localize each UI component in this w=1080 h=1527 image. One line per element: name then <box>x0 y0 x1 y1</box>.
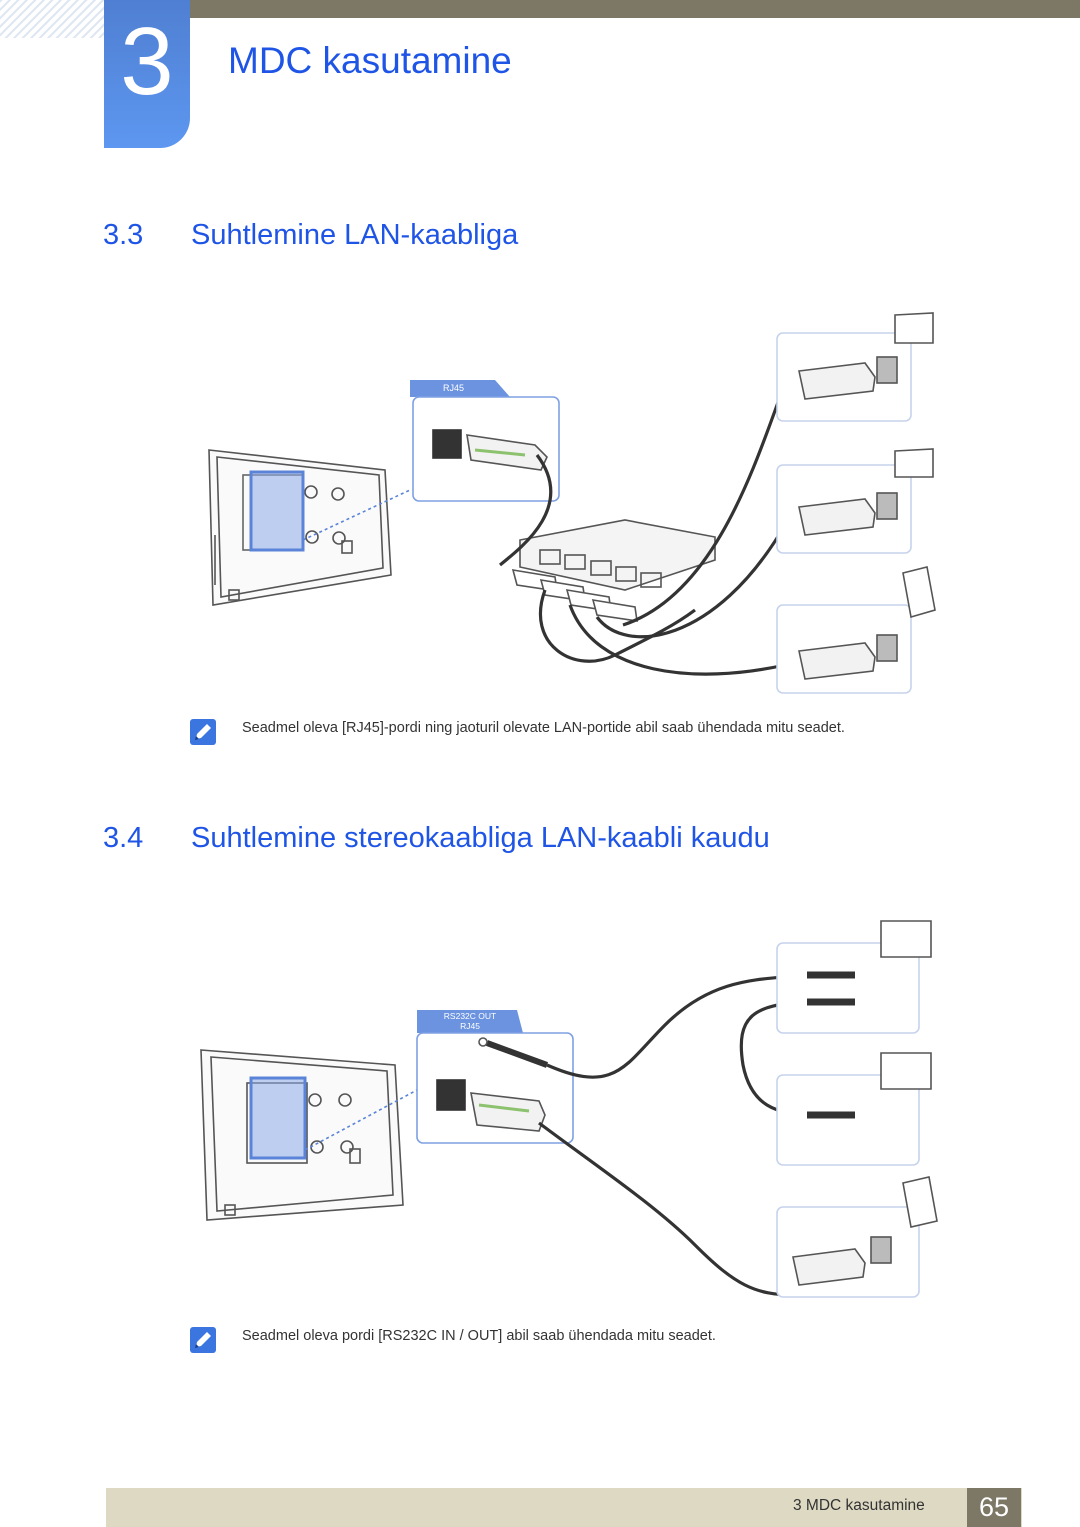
section-3-3-heading: 3.3 Suhtlemine LAN-kaabliga <box>103 219 518 252</box>
footer-chapter-label: 3 MDC kasutamine <box>793 1497 925 1514</box>
section-title: Suhtlemine LAN-kaabliga <box>191 219 519 251</box>
lan-hub-connection-diagram: RJ45 <box>208 312 936 694</box>
section-title: Suhtlemine stereokaabliga LAN-kaabli kau… <box>191 822 770 854</box>
connected-device-1 <box>776 312 934 422</box>
connected-device-2 <box>776 1052 932 1166</box>
connected-pc <box>776 1176 938 1298</box>
chapter-title: MDC kasutamine <box>228 40 512 81</box>
note-pencil-icon <box>190 1327 216 1353</box>
note-text-3-3: Seadmel oleva [RJ45]-pordi ning jaoturil… <box>242 720 845 736</box>
header-bar <box>190 0 1080 18</box>
note-text-3-4: Seadmel oleva pordi [RS232C IN / OUT] ab… <box>242 1328 716 1344</box>
section-3-4-heading: 3.4 Suhtlemine stereokaabliga LAN-kaabli … <box>103 822 770 855</box>
port-label-rj45: RJ45 <box>460 1021 480 1031</box>
section-number: 3.3 <box>103 219 144 251</box>
connected-device-2 <box>776 448 934 554</box>
header-hatch-pattern <box>0 0 104 38</box>
chapter-number: 3 <box>120 8 174 115</box>
chapter-number-tab <box>104 0 190 148</box>
connected-pc <box>776 566 936 694</box>
stereo-cable-connection-diagram: RS232C OUT RJ45 <box>200 920 938 1298</box>
port-label-rs232c-out: RS232C OUT <box>444 1011 496 1021</box>
section-number: 3.4 <box>103 822 144 854</box>
page-number: 65 <box>967 1488 1021 1527</box>
footer-bar <box>106 1488 1022 1527</box>
port-label-rj45: RJ45 <box>443 383 464 393</box>
connected-device-1 <box>776 920 932 1034</box>
note-pencil-icon <box>190 719 216 745</box>
